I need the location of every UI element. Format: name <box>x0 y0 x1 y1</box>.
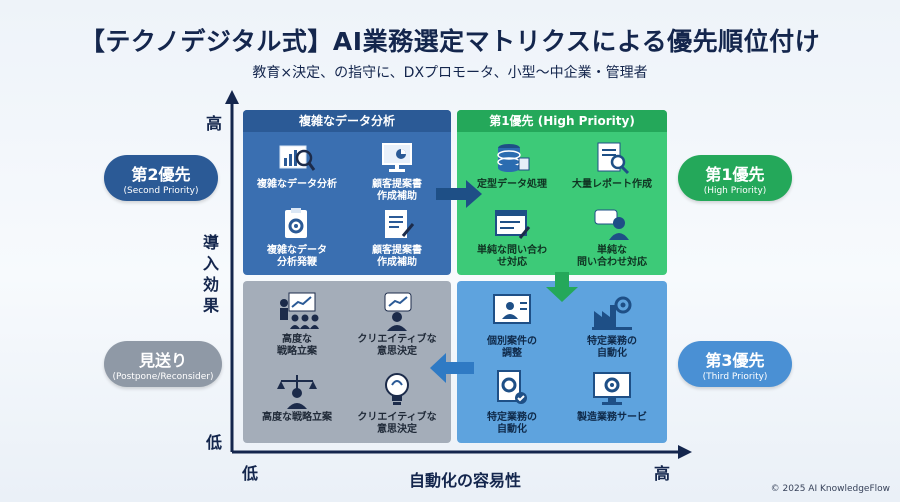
quadrant-item: クリエイティブな 意思決定 <box>347 369 447 436</box>
item-label: クリエイティブな 意思決定 <box>357 412 437 435</box>
badge-subtitle: (High Priority) <box>703 186 767 196</box>
quadrant-item: 特定業務の 自動化 <box>562 293 662 360</box>
quadrant-item: 顧客提案書 作成補助 <box>347 206 447 269</box>
page-title: 【テクノデジタル式】AI業務選定マトリクスによる優先順位付け <box>79 27 821 56</box>
x-axis-title: 自動化の容易性 <box>408 471 521 490</box>
badge-title: 見送り <box>138 351 187 370</box>
item-label: 個別案件の 調整 <box>487 336 537 359</box>
quadrant-item: 高度な 戦略立案 <box>247 291 347 358</box>
monitor-gear-icon <box>593 372 631 405</box>
badge-subtitle: (Postpone/Reconsider) <box>112 372 214 382</box>
item-label: 大量レポート作成 <box>572 179 652 190</box>
chat-person-icon <box>594 209 629 240</box>
item-label: 製造業務サービ <box>577 412 647 423</box>
item-label: 特定業務の 自動化 <box>487 412 537 435</box>
item-label: クリエイティブな 意思決定 <box>357 334 437 357</box>
y-axis-title: 導入効果 <box>202 233 219 315</box>
item-label: 単純な 問い合わせ対応 <box>577 245 647 268</box>
item-label: 顧客提案書 作成補助 <box>372 179 422 202</box>
screen-person-icon <box>493 294 531 324</box>
copyright-text: © 2025 AI KnowledgeFlow <box>770 484 890 494</box>
quadrant-item: 特定業務の 自動化 <box>462 369 562 436</box>
x-axis-low-label: 低 <box>242 464 259 483</box>
form-window-icon <box>495 210 531 239</box>
quadrant-item: 単純な 問い合わせ対応 <box>562 206 662 269</box>
badge-subtitle: (Third Priority) <box>702 372 768 382</box>
first-priority-badge: 第1優先 (High Priority) <box>678 155 792 201</box>
scales-person-icon <box>277 375 317 409</box>
quadrant-item: 単純な問い合わ せ対応 <box>462 206 562 269</box>
item-label: 定型データ処理 <box>477 179 547 190</box>
quadrant-item: 製造業務サービ <box>562 369 662 424</box>
badge-title: 第3優先 <box>705 351 765 370</box>
quadrant-second-priority: 複雑なデータ分析 複雑なデータ分析 顧客提案書 作成補助 複雑なデータ 分析発鞭 <box>243 110 451 275</box>
arrow-left-icon <box>430 353 474 383</box>
item-label: 高度な戦略立案 <box>262 412 332 423</box>
y-axis-high-label: 高 <box>206 114 223 133</box>
third-priority-badge: 第3優先 (Third Priority) <box>678 341 792 387</box>
document-pen-icon <box>385 210 415 238</box>
clipboard-gear-icon <box>285 208 307 238</box>
second-priority-badge: 第2優先 (Second Priority) <box>104 155 218 201</box>
item-label: 複雑なデータ 分析発鞭 <box>267 245 327 268</box>
idea-chat-icon <box>384 292 412 331</box>
quadrant-first-priority: 第1優先 (High Priority) 定型データ処理 大量レポート作成 <box>457 110 667 275</box>
factory-gear-icon <box>592 296 632 330</box>
brain-bulb-icon <box>385 373 409 405</box>
item-label: 複雑なデータ分析 <box>257 179 337 190</box>
x-axis-high-label: 高 <box>654 464 671 483</box>
item-label: 特定業務の 自動化 <box>587 336 637 359</box>
quadrant-item: 高度な戦略立案 <box>247 369 347 424</box>
quadrant-item: 顧客提案書 作成補助 <box>347 140 447 203</box>
item-label: 高度な 戦略立案 <box>277 334 317 357</box>
quadrant-item: 複雑なデータ 分析発鞭 <box>247 206 347 269</box>
item-label: 顧客提案書 作成補助 <box>372 245 422 268</box>
quadrant-item: クリエイティブな 意思決定 <box>347 291 447 358</box>
postpone-badge: 見送り (Postpone/Reconsider) <box>104 341 222 387</box>
badge-subtitle: (Second Priority) <box>123 186 199 196</box>
quadrant-header: 第1優先 (High Priority) <box>457 110 667 132</box>
quadrant-item: 大量レポート作成 <box>562 140 662 191</box>
report-search-icon <box>597 142 630 175</box>
doc-gear-icon <box>497 370 527 404</box>
item-label: 単純な問い合わ せ対応 <box>477 245 547 268</box>
quadrant-header: 複雑なデータ分析 <box>243 110 451 132</box>
badge-title: 第2優先 <box>131 165 191 184</box>
arrow-right-icon <box>436 180 482 208</box>
quadrant-item: 複雑なデータ分析 <box>247 140 347 191</box>
quadrant-postpone: 高度な 戦略立案 クリエイティブな 意思決定 高度な戦略立案 クリエイティブな … <box>243 281 451 443</box>
presentation-team-icon <box>280 292 319 329</box>
monitor-chart-icon <box>382 143 412 172</box>
chart-magnifier-icon <box>279 145 316 171</box>
quadrant-third-priority: 個別案件の 調整 特定業務の 自動化 特定業務の 自動化 製造業務サービ <box>457 281 667 443</box>
quadrant-item: 定型データ処理 <box>462 140 562 191</box>
quadrant-item: 個別案件の 調整 <box>462 293 562 360</box>
y-axis-low-label: 低 <box>206 433 223 452</box>
page-subtitle: 教育×決定、の指守に、DXプロモータ、小型〜中企業・管理者 <box>252 65 648 81</box>
badge-title: 第1優先 <box>705 165 765 184</box>
database-icon <box>497 144 530 172</box>
arrow-down-icon <box>546 272 578 302</box>
